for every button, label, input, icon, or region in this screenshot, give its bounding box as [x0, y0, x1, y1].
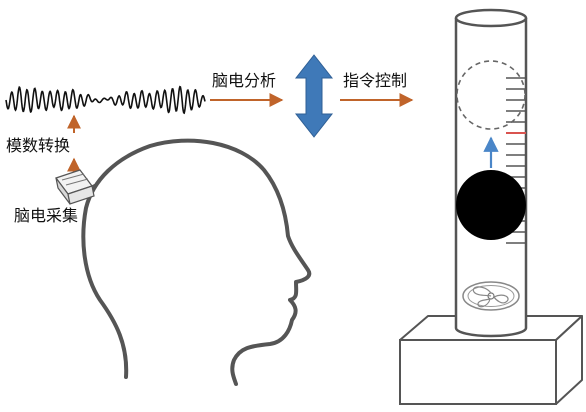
fan-icon	[462, 281, 520, 311]
double-arrow-icon	[294, 54, 334, 138]
head-outline	[81, 138, 312, 386]
target-position-circle	[456, 60, 526, 130]
label-eeg-acquisition: 脑电采集	[14, 206, 79, 225]
label-command-control: 指令控制	[343, 71, 408, 90]
ball	[456, 170, 526, 240]
label-eeg-analysis: 脑电分析	[212, 71, 277, 90]
eeg-waveform	[5, 85, 206, 115]
label-ad-conversion: 模数转换	[6, 136, 71, 155]
electrode-device-icon	[55, 169, 101, 205]
